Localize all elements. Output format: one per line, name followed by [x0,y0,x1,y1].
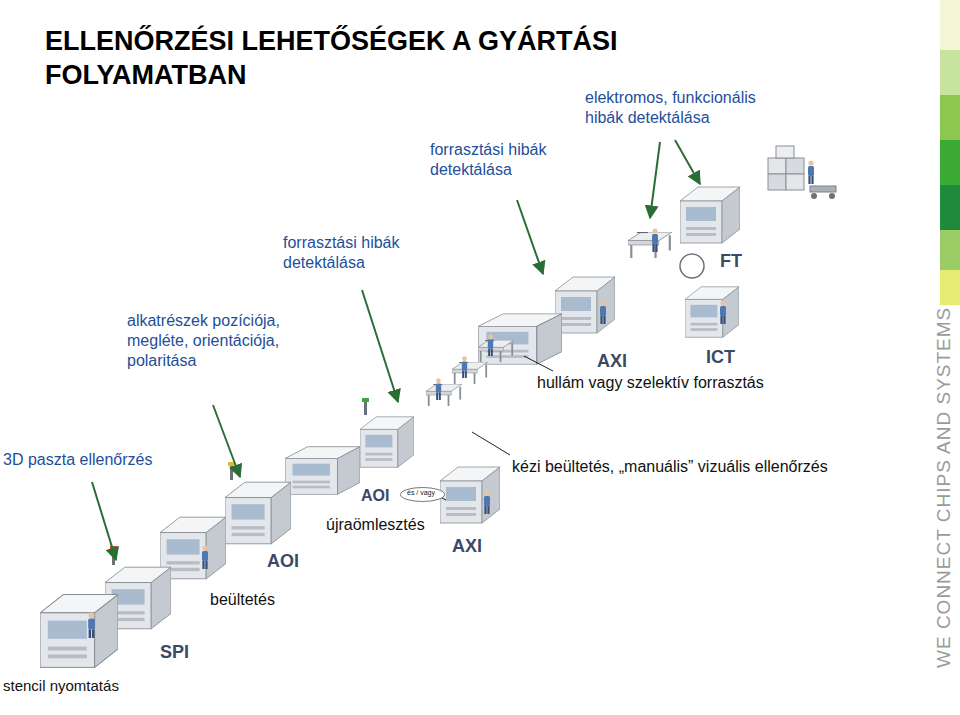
leader-arrow [213,405,240,477]
axi-machine [555,277,615,333]
ellipse-shape [401,488,445,502]
strip-block [940,270,960,305]
leader-line [524,356,553,371]
worker [652,228,658,252]
machine-label: AXI [452,535,482,558]
machine-label: AXI [597,350,627,373]
box [776,146,794,158]
leader-arrow [92,482,116,560]
box [786,158,804,174]
strip-block [940,140,960,185]
box [786,174,804,190]
manual-table [426,379,462,407]
step-label: stencil nyomtatás [3,677,119,696]
callout-text: elektromos, funkcionális hibák detektálá… [585,88,785,128]
wave-solder-machine [478,314,562,364]
strip-block [940,0,960,50]
lamp-pole [364,402,367,415]
ict-machine [685,287,739,337]
callout-text: alkatrészek pozíciója, megléte, orientác… [127,311,322,371]
wheel [811,193,817,199]
worker [808,160,814,184]
leader-arrow [362,290,398,402]
watermark: WE CONNECT CHIPS AND SYSTEMS [934,307,955,668]
worker [462,356,467,378]
callout-text: 3D paszta ellenőrzés [3,450,152,470]
step-label: beültetés [210,590,275,610]
box [768,158,786,174]
worker [88,612,95,638]
worker [600,300,606,324]
stencil-printer [40,595,118,668]
wheel [829,193,835,199]
step-label: kézi beültetés, „manuális” vizuális elle… [512,457,828,477]
strip-block [940,230,960,270]
machine-label: AOI [267,550,299,573]
machine-label: AOI [361,486,389,506]
strip-block [940,50,960,95]
step-label: hullám vagy szelektív forrasztás [537,373,764,393]
magnifier [680,254,704,278]
worker [202,545,208,569]
brand-strip [940,0,960,305]
axi-machine [440,467,500,523]
leader-arrow [517,200,543,274]
reflow-oven [285,447,360,495]
machine-label: FT [720,250,742,273]
leader-arrow [650,142,660,218]
strip-block [940,185,960,230]
packaging-area [768,146,836,199]
node-text: és / vagy [407,489,438,497]
leader-lines [434,356,553,500]
callout-text: forrasztási hibák detektálása [283,233,433,273]
lamp-pole [230,466,233,480]
ft-table [628,226,672,259]
and-or-ellipse: és / vagy [400,487,445,502]
signal-lamp [110,398,369,565]
ft-machine [680,187,740,243]
machine-label: ICT [706,346,735,369]
worker [720,300,726,324]
callout-text: forrasztási hibák detektálása [430,140,580,180]
leader-line [472,432,510,455]
machine-label: SPI [160,641,189,664]
aoi-machine [225,482,291,544]
leader-arrows [92,140,700,560]
worker [488,334,493,356]
box [768,174,786,190]
leader-arrow [675,140,700,184]
step-label: újraömlesztés [326,515,425,535]
lamp [362,398,369,402]
manual-table [478,335,514,363]
worker [436,378,441,400]
manual-table [452,357,488,385]
strip-block [940,95,960,140]
cart [810,186,836,192]
worker [484,490,490,514]
slide-title: ELLENŐRZÉSI LEHETŐSÉGEK A GYÁRTÁSI FOLYA… [45,24,825,92]
aoi-machine [360,417,414,467]
